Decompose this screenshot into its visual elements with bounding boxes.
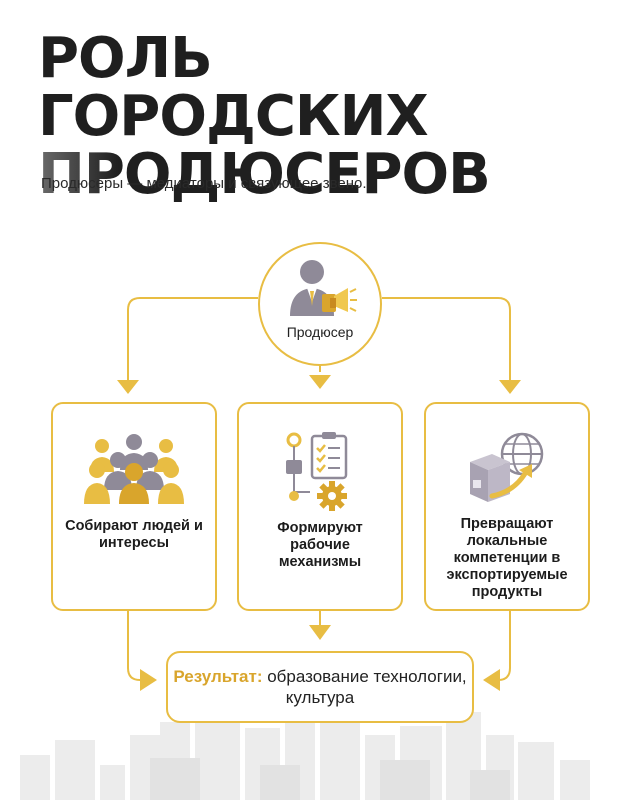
arrow-to-result-right: [483, 669, 500, 691]
presenter-with-megaphone-icon: [290, 260, 357, 316]
producer-label: Продюсер: [286, 324, 354, 340]
result-label: Результат:: [173, 667, 263, 686]
box-globe-export-icon: [470, 432, 544, 502]
card-gather-people: Собирают людей и интересы: [51, 402, 217, 611]
card-2-text: Формируют рабочие механизмы: [277, 520, 363, 570]
result-text: образование технологии, культура: [262, 667, 467, 707]
arrow-to-result-left: [140, 669, 157, 691]
card-1-text: Собирают людей и интересы: [65, 518, 203, 551]
workflow-checklist-gear-icon: [286, 432, 348, 511]
page-title: РОЛЬ ГОРОДСКИХ ПРОДЮСЕРОВ: [38, 30, 618, 204]
result-box: Результат: образование технологии, культ…: [166, 651, 474, 723]
title-line-2: ПРОДЮСЕРОВ: [38, 146, 618, 204]
card-3-text: Превращают локальные компетенции в экспо…: [446, 516, 568, 600]
people-group-icon: [84, 434, 184, 504]
arrow-to-result-center: [309, 625, 331, 640]
card-form-mechanisms: Формируют рабочие механизмы: [237, 402, 403, 611]
producer-node: Продюсер: [258, 242, 382, 366]
card-export-products: Превращают локальные компетенции в экспо…: [424, 402, 590, 611]
arrow-to-card-2: [309, 375, 331, 389]
arrow-to-card-1: [117, 380, 139, 394]
title-line-1: РОЛЬ ГОРОДСКИХ: [38, 26, 429, 149]
arrow-to-card-3: [499, 380, 521, 394]
subtitle: Продюсеры — медиаторы и связующее звено.: [41, 175, 367, 192]
